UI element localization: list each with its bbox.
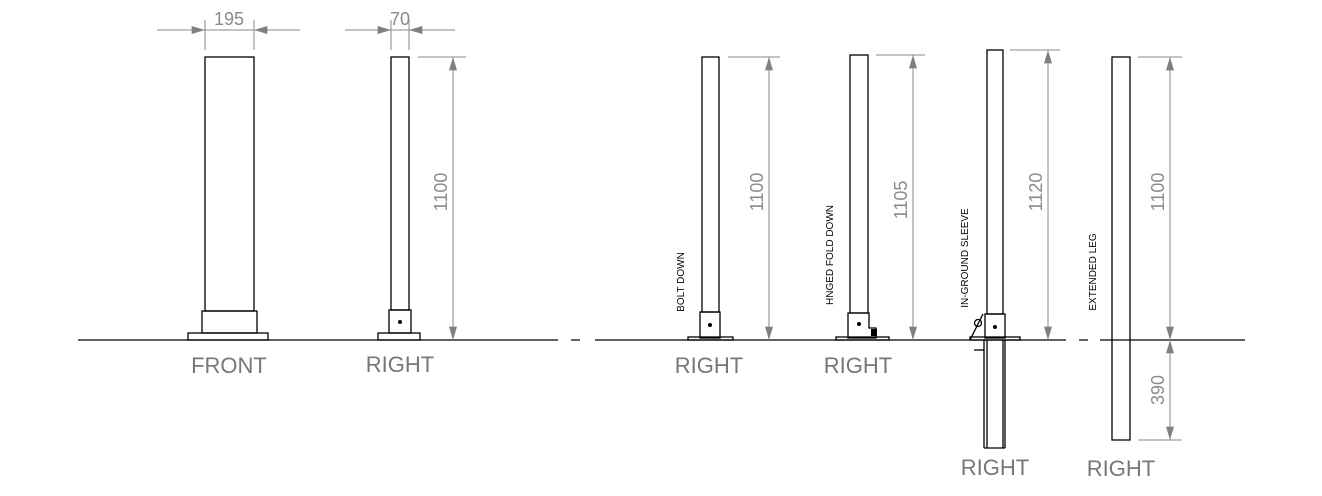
dimension-front-width: 195 bbox=[214, 9, 244, 29]
in-ground-view: 1120 IN-GROUND SLEEVE RIGHT bbox=[960, 49, 1060, 480]
dimension-hinged-height: 1105 bbox=[891, 181, 911, 220]
note-bolt-down: BOLT DOWN bbox=[676, 252, 687, 312]
view-label-in-ground: RIGHT bbox=[961, 455, 1029, 480]
view-label-hinged: RIGHT bbox=[824, 353, 892, 378]
right-view: 70 1100 RIGHT bbox=[345, 9, 466, 377]
dimension-in-ground-height: 1120 bbox=[1026, 173, 1046, 212]
note-extended: EXTENDED LEG bbox=[1088, 233, 1099, 310]
note-hinged: HNGED FOLD DOWN bbox=[825, 205, 836, 305]
view-label-right: RIGHT bbox=[366, 352, 434, 377]
dimension-right-height: 1100 bbox=[431, 173, 451, 212]
view-label-bolt-down: RIGHT bbox=[675, 353, 743, 378]
view-label-front: FRONT bbox=[191, 353, 267, 378]
dimension-right-width: 70 bbox=[390, 9, 410, 29]
dimension-extended-height: 1100 bbox=[1148, 173, 1168, 212]
bolt-down-view: 1100 BOLT DOWN RIGHT bbox=[675, 56, 780, 378]
extended-leg-view: 1100 390 EXTENDED LEG RIGHT bbox=[1087, 56, 1182, 481]
hinged-view: 1105 HNGED FOLD DOWN RIGHT bbox=[824, 54, 925, 378]
dimension-extended-below: 390 bbox=[1148, 375, 1168, 405]
dimension-bolt-down-height: 1100 bbox=[747, 173, 767, 212]
front-view: 195 FRONT bbox=[157, 9, 300, 378]
view-label-extended: RIGHT bbox=[1087, 456, 1155, 481]
note-in-ground: IN-GROUND SLEEVE bbox=[960, 208, 971, 308]
